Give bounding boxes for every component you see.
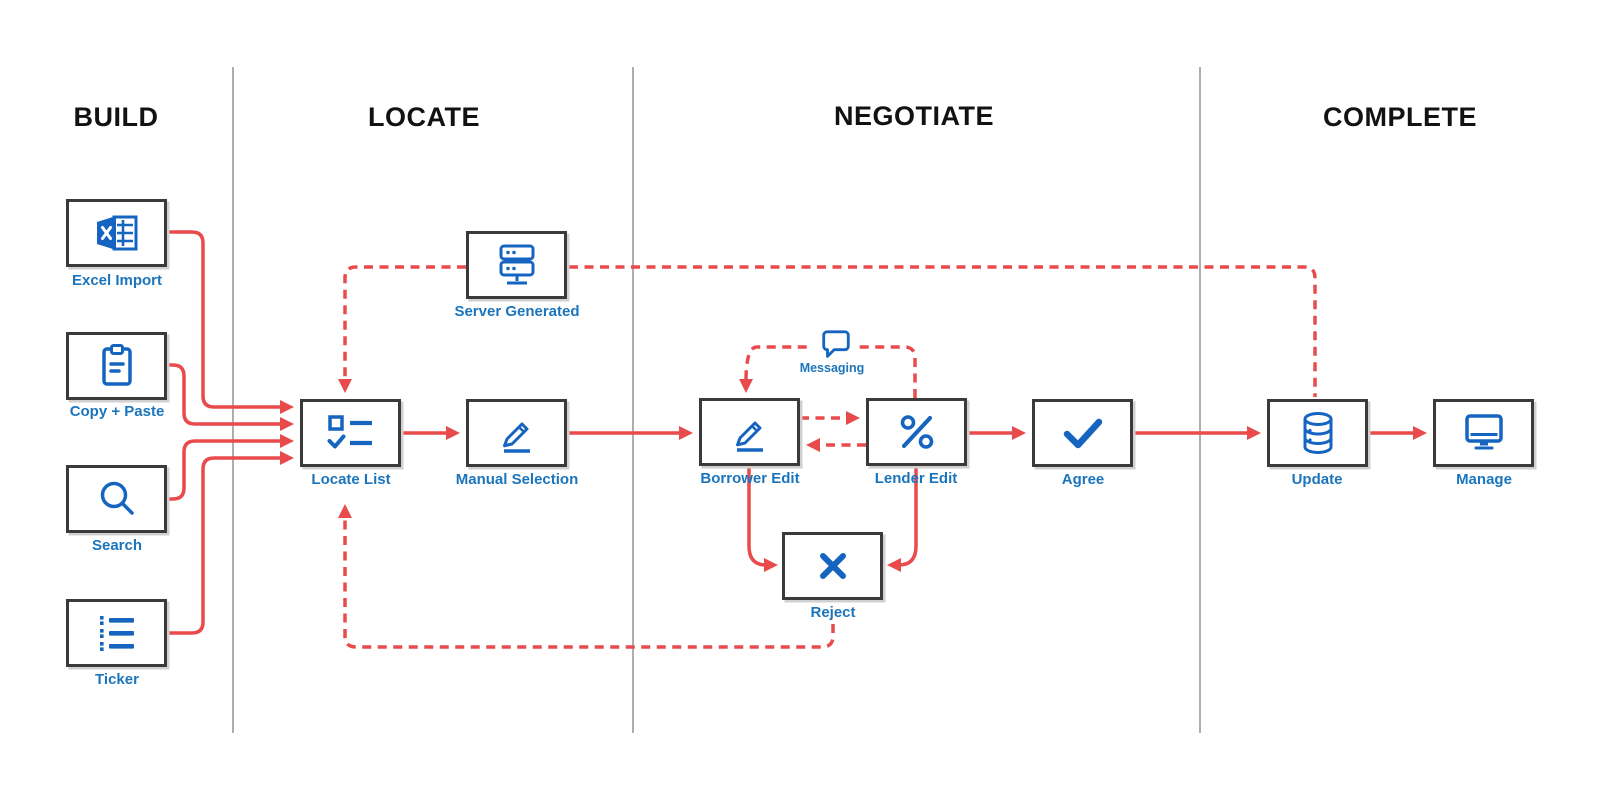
node-borrower-edit: [699, 398, 800, 466]
excel-icon: [96, 215, 137, 251]
database-icon: [1303, 412, 1332, 455]
node-label-ticker: Ticker: [95, 671, 139, 688]
percent-icon: [900, 415, 933, 449]
node-label-borrower-edit: Borrower Edit: [700, 470, 800, 487]
x-icon: [819, 553, 846, 579]
node-label-lender-edit: Lender Edit: [874, 470, 958, 487]
node-label-manage: Manage: [1456, 471, 1512, 488]
phase-header-negotiate: NEGOTIATE: [833, 101, 994, 131]
node-label-messaging: Messaging: [799, 361, 865, 375]
node-locate-list: [300, 399, 401, 467]
edge-lender-via-messaging-to-borrower: [739, 345, 917, 398]
phase-header-locate: LOCATE: [368, 102, 480, 132]
server-icon: [499, 244, 534, 285]
checkmark-icon: [1063, 418, 1102, 449]
speech-bubble-icon: [822, 330, 850, 358]
node-agree: [1032, 399, 1133, 467]
search-icon: [100, 481, 134, 515]
node-messaging: [813, 326, 859, 364]
node-label-copy-paste: Copy + Paste: [69, 403, 165, 420]
monitor-icon: [1464, 414, 1503, 450]
node-label-manual-selection: Manual Selection: [455, 471, 579, 488]
node-label-update: Update: [1291, 471, 1343, 488]
edge-borrower-to-reject: [747, 466, 778, 572]
node-ticker: [66, 599, 167, 667]
node-label-server-generated: Server Generated: [454, 303, 580, 320]
divider-locate-negotiate: [632, 67, 634, 733]
edge-copypaste-to-locatelist: [168, 363, 294, 431]
edge-reject-to-locatelist: [338, 504, 835, 649]
edge-search-to-locatelist: [168, 434, 294, 501]
node-manual-selection: [466, 399, 567, 467]
ticker-list-icon: [99, 616, 134, 651]
node-label-reject: Reject: [810, 604, 856, 621]
node-label-agree: Agree: [1061, 471, 1105, 488]
clipboard-icon: [101, 344, 132, 386]
node-manage: [1433, 399, 1534, 467]
divider-build-locate: [232, 67, 234, 733]
phase-header-build: BUILD: [73, 102, 159, 132]
edge-ticker-to-locatelist: [168, 451, 294, 635]
node-label-search: Search: [91, 537, 143, 554]
node-reject: [782, 532, 883, 600]
node-search: [66, 465, 167, 533]
divider-negotiate-complete: [1199, 67, 1201, 733]
node-server-generated: [466, 231, 567, 299]
node-update: [1267, 399, 1368, 467]
node-lender-edit: [866, 398, 967, 466]
edge-excel-to-locatelist: [168, 230, 294, 414]
edge-lender-to-reject: [887, 466, 918, 572]
node-label-excel-import: Excel Import: [71, 272, 163, 289]
pencil-icon: [735, 421, 763, 452]
edge-server-to-update: [569, 265, 1317, 397]
node-excel-import: [66, 199, 167, 267]
node-label-locate-list: Locate List: [311, 471, 391, 488]
checklist-icon: [327, 415, 372, 449]
phase-header-complete: COMPLETE: [1322, 102, 1477, 132]
pencil-icon: [502, 422, 530, 453]
node-copy-paste: [66, 332, 167, 400]
edge-server-to-locatelist: [338, 265, 466, 393]
